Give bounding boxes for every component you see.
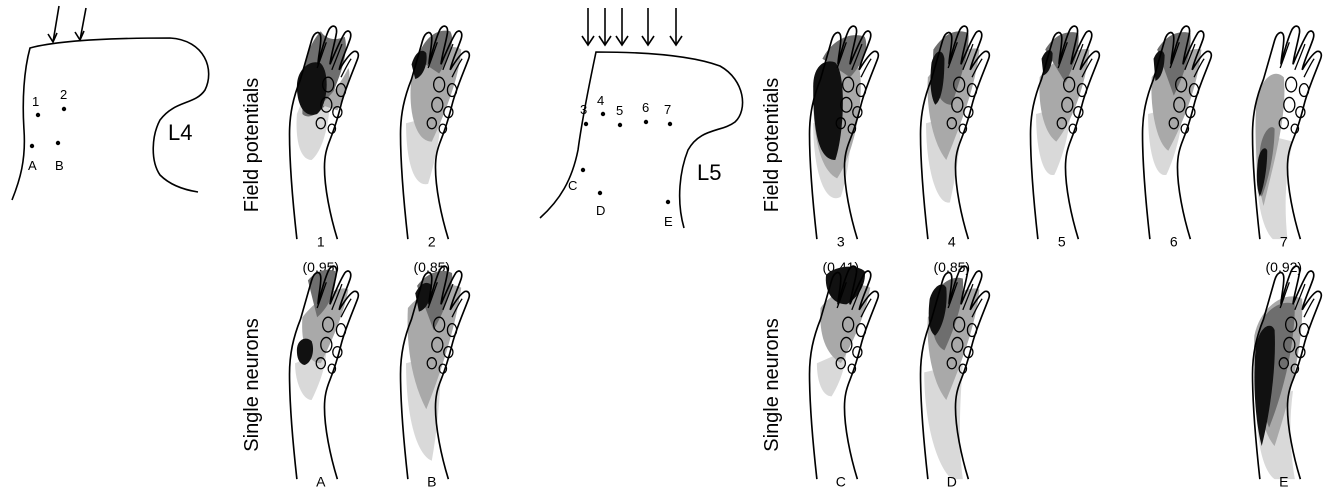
section-l4-outline: 1 2A B L4 <box>12 6 209 200</box>
l5-recording-dot <box>601 112 605 116</box>
single-paw-D <box>921 266 990 479</box>
l5-point-label: 6 <box>642 100 649 115</box>
row-label-field-potentials-l4: Field potentials <box>241 78 263 213</box>
paw-value: (0.85) <box>934 259 971 275</box>
field-paw-2 <box>401 26 470 239</box>
paw-label: 6 <box>1170 233 1178 249</box>
l5-point-label: C <box>568 178 577 193</box>
l4-recording-dot <box>56 141 60 145</box>
single-paw-C <box>810 266 879 479</box>
l5-boundary <box>540 52 743 228</box>
row-label-single-neurons-l5: Single neurons <box>761 318 783 451</box>
single-paw-E <box>1253 266 1322 479</box>
paw-label: A <box>316 473 326 489</box>
l4-point-label: 2 <box>60 87 67 102</box>
paw-pad <box>1284 97 1295 112</box>
paw-label: 2 <box>428 233 436 249</box>
l5-point-label: D <box>596 203 605 218</box>
field-paw-6 <box>1143 26 1212 239</box>
l4-point-label: B <box>55 158 64 173</box>
paw-value: (0.92) <box>1266 259 1303 275</box>
field-paw-5 <box>1031 26 1100 239</box>
paw-digit-line <box>861 59 871 77</box>
l5-recording-dot <box>581 168 585 172</box>
paw-label: 5 <box>1058 233 1066 249</box>
l5-point-label: 3 <box>580 102 587 117</box>
l5-label: L5 <box>697 160 721 185</box>
l4-arrow-head <box>75 31 84 40</box>
paw-label: 4 <box>948 233 956 249</box>
l5-point-label: E <box>664 214 673 229</box>
field-paw-1 <box>290 26 359 239</box>
l4-recording-dot <box>36 113 40 117</box>
paw-label: 1 <box>317 233 325 249</box>
l4-point-label: A <box>28 158 37 173</box>
paw-label: D <box>947 473 957 489</box>
l5-recording-dot <box>644 120 648 124</box>
row-label-single-neurons-l4: Single neurons <box>241 318 263 451</box>
paw-pad <box>1286 77 1297 92</box>
l5-point-label: 7 <box>664 102 671 117</box>
single-paw-A <box>290 266 359 479</box>
paw-label: B <box>427 473 436 489</box>
l5-recording-dot <box>668 122 672 126</box>
section-l5-outline: 345 67C D E L5 <box>540 8 743 229</box>
l5-point-label: 4 <box>597 93 604 108</box>
l5-point-label: 5 <box>616 103 623 118</box>
l5-recording-dot <box>584 122 588 126</box>
paw-label: 3 <box>837 233 845 249</box>
field-paw-3 <box>810 26 879 239</box>
l4-recording-dot <box>62 107 66 111</box>
paw-digit-line <box>1304 59 1314 77</box>
l4-boundary <box>12 38 209 200</box>
l4-recording-dot <box>30 144 34 148</box>
paw-pad <box>1299 84 1308 97</box>
l4-arrow-head <box>48 33 57 42</box>
l4-label: L4 <box>168 120 192 145</box>
single-paw-B <box>401 266 470 479</box>
field-paw-4 <box>921 26 990 239</box>
l5-recording-dot <box>598 191 602 195</box>
paw-pad <box>336 324 345 337</box>
paw-digit-line <box>1304 299 1314 317</box>
l4-point-label: 1 <box>32 94 39 109</box>
l5-recording-dot <box>618 123 622 127</box>
paw-pad <box>856 324 865 337</box>
row-label-field-potentials-l5: Field potentials <box>761 78 783 213</box>
field-paw-7 <box>1253 26 1322 239</box>
paw-label: 7 <box>1280 233 1288 249</box>
paw-label: C <box>836 473 846 489</box>
l5-recording-dot <box>666 200 670 204</box>
paw-label: E <box>1279 473 1288 489</box>
